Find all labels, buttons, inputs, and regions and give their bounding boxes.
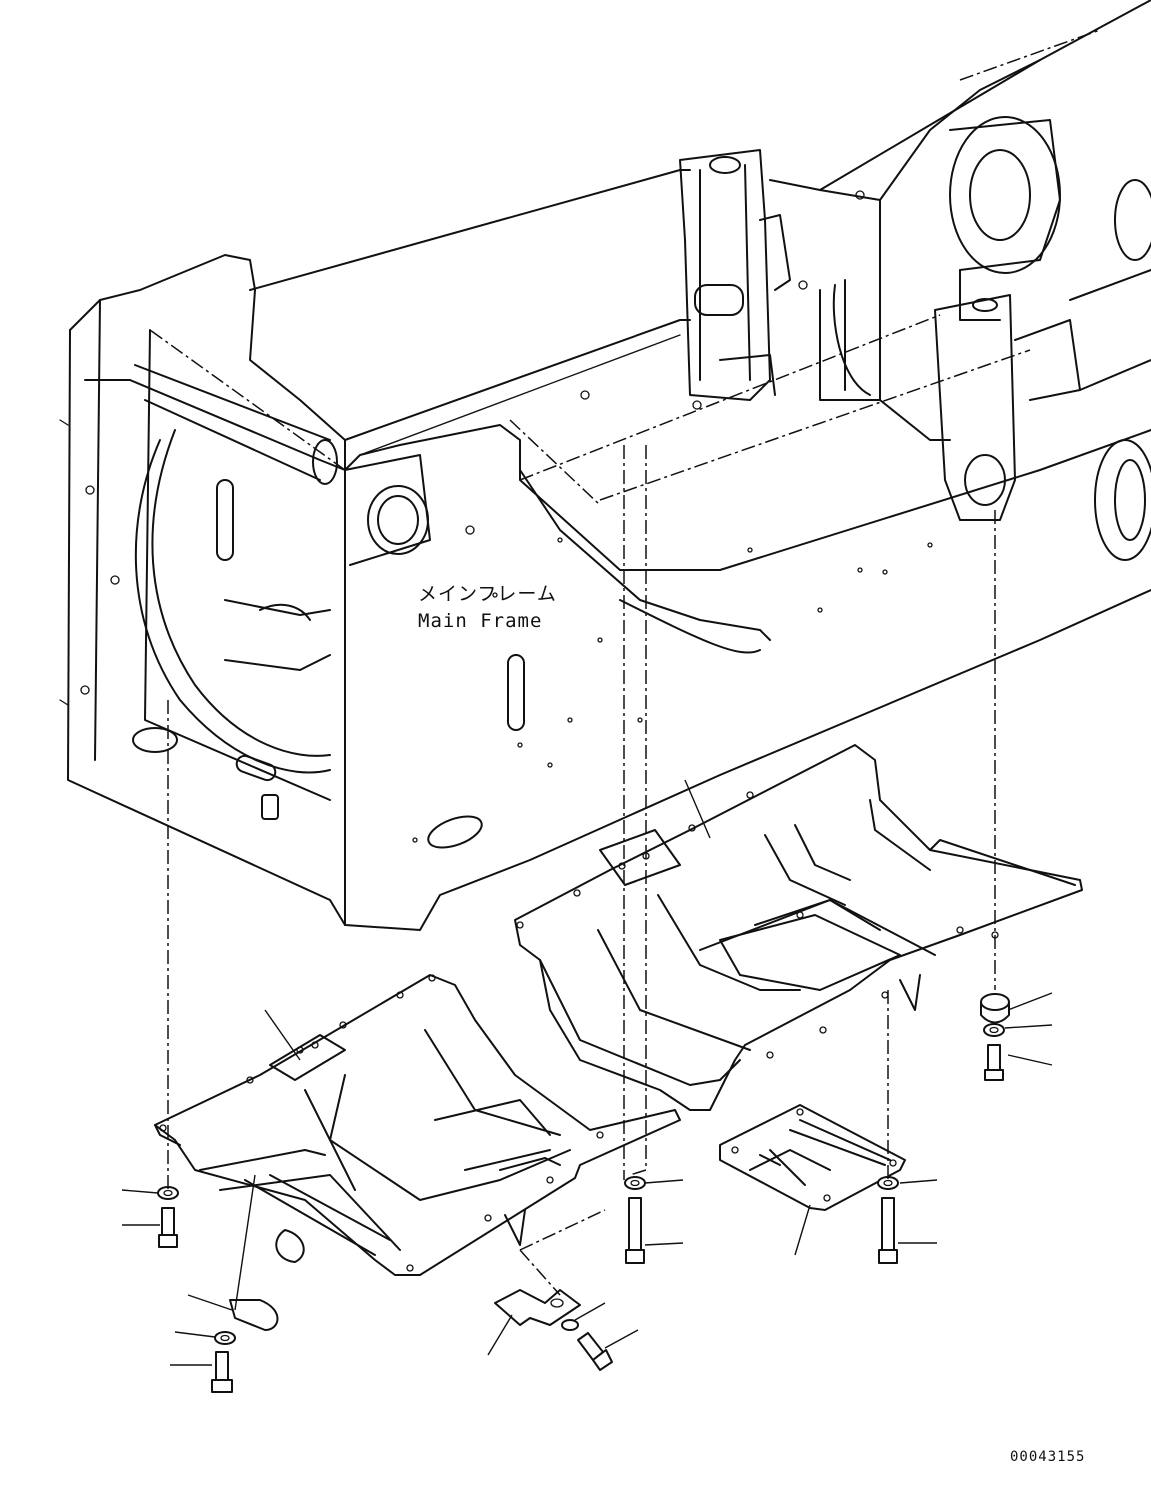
cover-plate [719, 1104, 906, 1211]
fasteners [157, 993, 1010, 1393]
main-frame-label-ja: メインフレーム [418, 583, 557, 605]
assembly-centerlines [167, 445, 996, 1296]
leader-lines [121, 779, 1053, 1366]
small-bracket [494, 1289, 581, 1326]
small-cap-cover [229, 1299, 279, 1331]
main-frame-label-en: Main Frame [418, 610, 542, 632]
main-frame [59, 0, 1151, 931]
rear-under-guard [154, 974, 681, 1276]
drawing-number: 00043155 [1010, 1449, 1085, 1465]
front-under-guard [514, 744, 1083, 1111]
